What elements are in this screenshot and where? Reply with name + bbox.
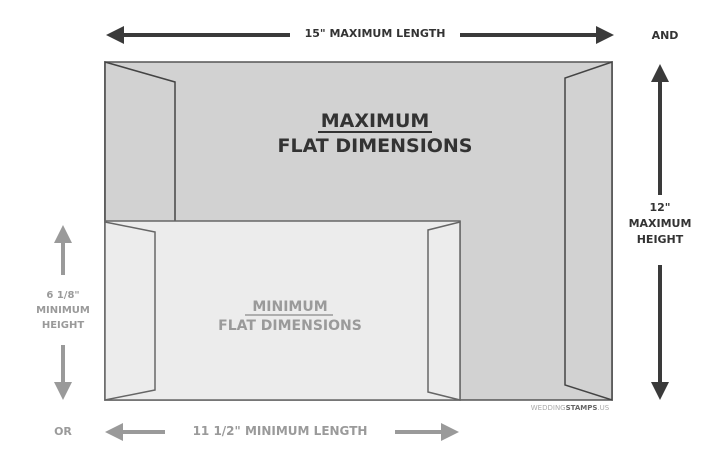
min-height-label: 6 1/8" MINIMUM HEIGHT: [18, 288, 108, 333]
min-height-line2: HEIGHT: [41, 320, 85, 331]
watermark-part2: STAMPS: [565, 404, 598, 412]
max-height-value: 12": [649, 201, 671, 214]
min-envelope: [104, 220, 461, 401]
min-title-line1: MINIMUM: [252, 299, 328, 315]
watermark-part3: .US: [597, 404, 610, 412]
min-right-flap: [427, 221, 461, 401]
max-height-line1: MAXIMUM: [628, 217, 692, 230]
or-label: OR: [54, 425, 72, 438]
min-left-flap: [104, 221, 156, 401]
watermark-part1: WEDDING: [530, 404, 566, 412]
min-length-label: 11 1/2" MINIMUM LENGTH: [192, 424, 368, 438]
max-height-label: 12" MAXIMUM HEIGHT: [615, 200, 705, 248]
max-title-line1: MAXIMUM: [320, 110, 430, 132]
watermark: WEDDINGSTAMPS.US: [520, 404, 620, 412]
and-label: AND: [651, 29, 679, 42]
max-length-label: 15" MAXIMUM LENGTH: [304, 27, 446, 40]
max-title-line2: FLAT DIMENSIONS: [277, 135, 473, 157]
min-height-arrow: [54, 225, 72, 400]
max-height-arrow: [651, 64, 669, 400]
max-left-flap: [104, 61, 176, 223]
min-height-value: 6 1/8": [46, 290, 80, 301]
min-title-line2: FLAT DIMENSIONS: [218, 318, 362, 334]
min-length-arrow: [105, 423, 459, 441]
max-right-flap: [564, 60, 613, 402]
max-height-line2: HEIGHT: [636, 233, 684, 246]
min-height-line1: MINIMUM: [36, 305, 90, 316]
max-length-arrow: [106, 26, 614, 44]
